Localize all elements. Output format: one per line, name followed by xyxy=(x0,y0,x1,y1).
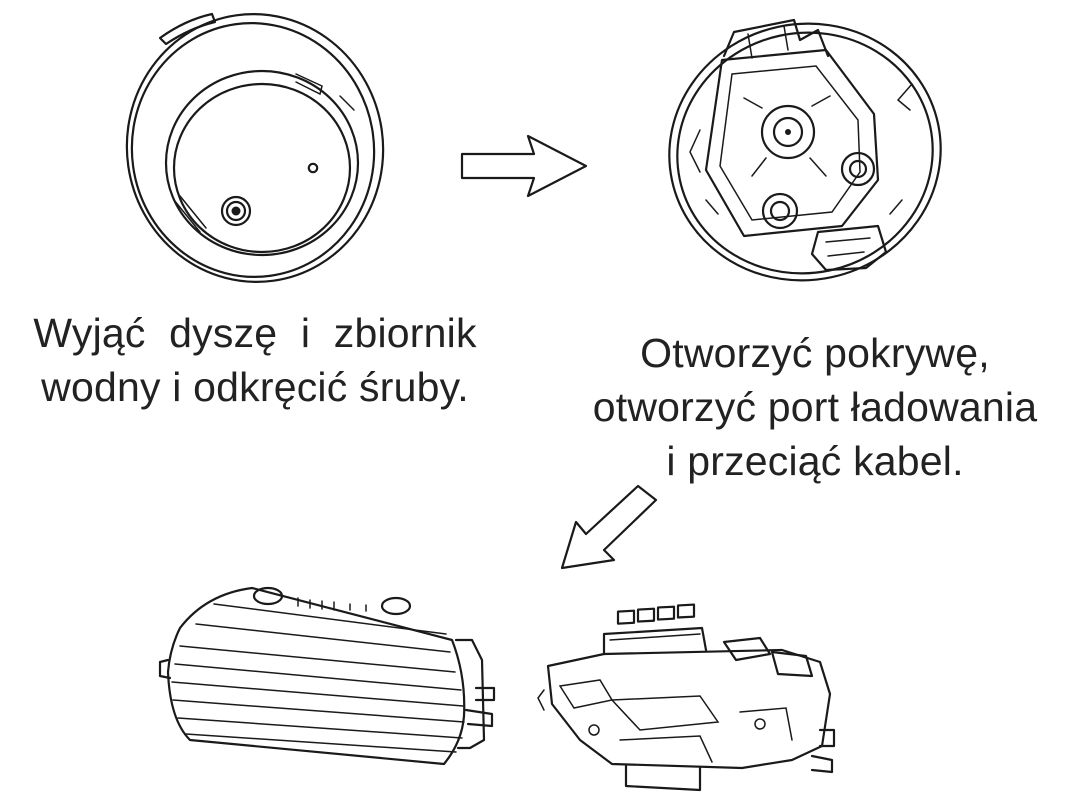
right-arrow-icon xyxy=(460,134,588,198)
step-2-caption-line: Otworzyć pokrywę, xyxy=(640,330,990,376)
down-left-arrow-icon xyxy=(560,484,658,570)
step-2-caption-line: i przeciąć kabel. xyxy=(666,438,964,484)
step-1-caption: Wyjąć dyszę i zbiornik wodny i odkręcić … xyxy=(0,306,510,414)
housing-shell-illustration xyxy=(158,586,496,766)
opened-base-illustration xyxy=(668,18,942,282)
closed-base-illustration xyxy=(125,12,385,283)
internal-module-illustration xyxy=(537,603,836,792)
step-1-caption-line: Wyjąć dyszę i zbiornik xyxy=(33,310,477,356)
step-2-caption: Otworzyć pokrywę, otworzyć port ładowani… xyxy=(560,326,1070,488)
step-1-caption-line: wodny i odkręcić śruby. xyxy=(41,364,469,410)
step-2-caption-line: otworzyć port ładowania xyxy=(592,384,1038,430)
